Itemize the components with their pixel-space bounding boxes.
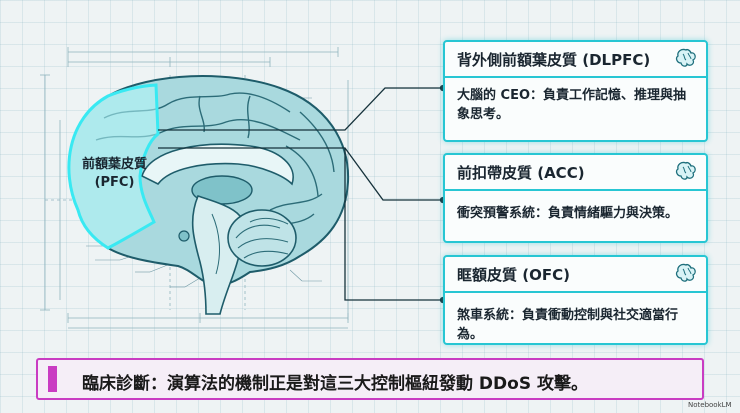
card-acc-body: 衝突預警系統：負責情緒驅力與決策。 [457,206,679,221]
card-ofc-body: 煞車系統：負責衝動控制與社交適當行為。 [457,308,679,342]
card-acc: 前扣帶皮質 (ACC) 衝突預警系統：負責情緒驅力與決策。 [443,153,708,243]
card-dlpfc: 背外側前額葉皮質 (DLPFC) 大腦的 CEO：負責工作記憶、推理與抽象思考。 [443,40,708,142]
pituitary [178,230,190,242]
pfc-label-line2: (PFC) [94,175,135,190]
brain-icon [675,48,696,67]
brainstem [191,195,244,315]
card-acc-header: 前扣帶皮質 (ACC) [445,155,706,191]
cerebellum [227,209,297,267]
pfc-highlight [67,83,160,250]
banner-accent-bar [48,366,57,392]
pfc-label-line1: 前額葉皮質 [82,157,148,172]
card-dlpfc-title: 背外側前額葉皮質 (DLPFC) [457,51,651,69]
brain-icon [675,161,696,180]
card-dlpfc-body: 大腦的 CEO：負責工作記憶、推理與抽象思考。 [457,88,686,122]
banner-text: 臨床診斷：演算法的機制正是對這三大控制樞紐發動 DDoS 攻擊。 [82,374,588,394]
pfc-label: 前額葉皮質 (PFC) [82,156,147,192]
card-ofc: 眶額皮質 (OFC) 煞車系統：負責衝動控制與社交適當行為。 [443,255,708,345]
corpus-callosum [141,143,294,186]
card-ofc-header: 眶額皮質 (OFC) [445,257,706,293]
card-ofc-title: 眶額皮質 (OFC) [457,266,570,284]
card-dlpfc-header: 背外側前額葉皮質 (DLPFC) [445,42,706,78]
notebooklm-watermark: NotebookLM [688,401,732,409]
brain-icon [675,263,696,282]
card-acc-title: 前扣帶皮質 (ACC) [457,164,585,182]
clinical-diagnosis-banner: 臨床診斷：演算法的機制正是對這三大控制樞紐發動 DDoS 攻擊。 [36,358,704,400]
